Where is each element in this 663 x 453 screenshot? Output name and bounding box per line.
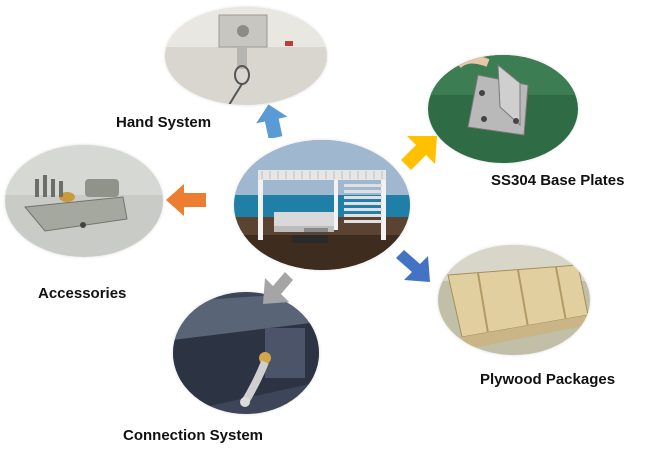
arrow-down-left-icon bbox=[263, 272, 293, 304]
base-plates-image bbox=[428, 55, 578, 163]
accessories-image bbox=[5, 145, 163, 257]
arrow-left-icon bbox=[166, 184, 206, 216]
hand-system-image bbox=[165, 7, 327, 105]
arrow-up-left-icon bbox=[256, 104, 288, 138]
accessories-label: Accessories bbox=[38, 285, 127, 302]
arrow-up-right-icon bbox=[401, 136, 437, 170]
hand-system-label: Hand System bbox=[116, 114, 212, 131]
arrow-down-right-icon bbox=[396, 250, 430, 282]
plywood-image bbox=[438, 245, 590, 355]
plywood-label: Plywood Packages bbox=[480, 371, 616, 388]
connection-system-label: Connection System bbox=[123, 427, 264, 444]
pergola-center-image bbox=[234, 140, 410, 270]
connection-system-image bbox=[173, 292, 319, 414]
base-plates-label: SS304 Base Plates bbox=[491, 172, 625, 189]
